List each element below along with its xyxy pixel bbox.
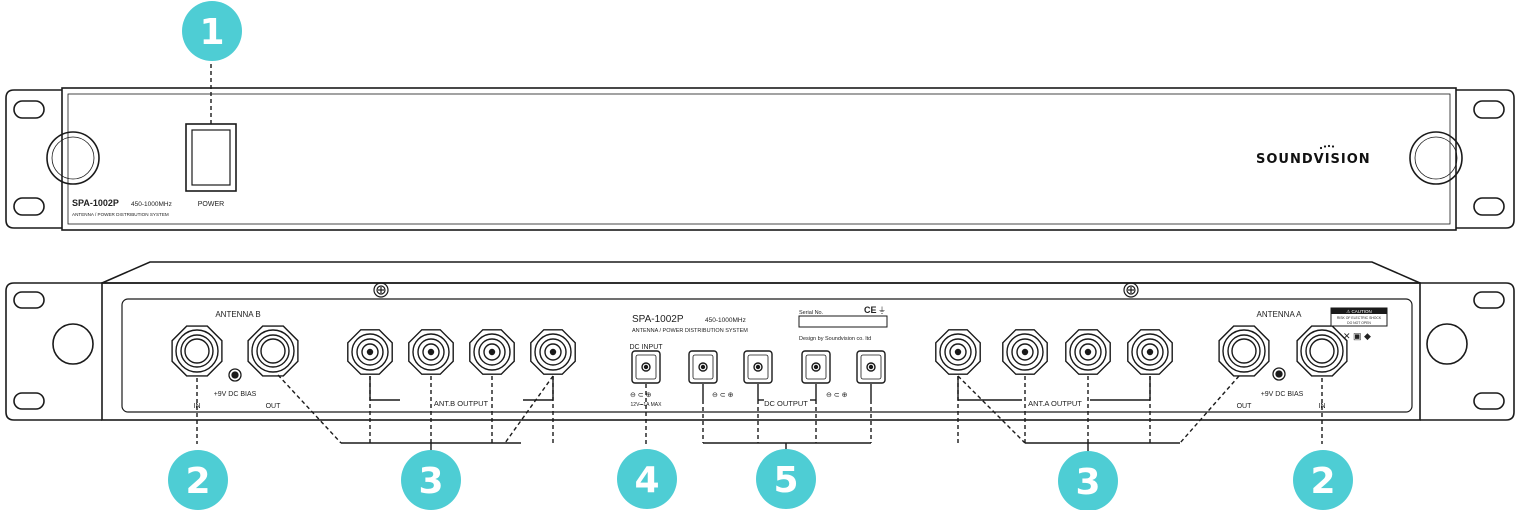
ant-b-output-3[interactable]: [469, 329, 515, 375]
power-switch[interactable]: [185, 123, 237, 192]
callout-number: 2: [1310, 461, 1335, 502]
dc-output-4[interactable]: [856, 350, 886, 384]
callout-badge-1: 1: [182, 1, 242, 61]
callout-circle: [1058, 451, 1118, 510]
ant-a-output-label: ANT.A OUTPUT: [1028, 399, 1082, 408]
front-panel: [5, 87, 1515, 231]
callout-number: 5: [773, 460, 798, 501]
serial-label: Serial No.: [799, 310, 824, 316]
antenna-a-in-connector[interactable]: [1296, 325, 1348, 377]
ant-a-output-3[interactable]: [1065, 329, 1111, 375]
ant-b-output-2[interactable]: [408, 329, 454, 375]
callout-circle: [168, 450, 228, 510]
b-dc-bias-label: +9V DC BIAS: [214, 391, 257, 398]
callout-number: 2: [185, 461, 210, 502]
dc-output-label: DC OUTPUT: [764, 399, 808, 408]
callout-circle: [182, 1, 242, 61]
front-model: SPA-1002P: [72, 198, 119, 208]
polarity-symbols: ⊖ ⊂ ⊕ ⊖ ⊂ ⊕ ⊖ ⊂ ⊕: [630, 392, 848, 399]
dc-input-label: DC INPUT: [629, 344, 663, 351]
ant-b-output-label: ANT.B OUTPUT: [434, 399, 489, 408]
antenna-b-in-connector[interactable]: [171, 325, 223, 377]
dc-output-2[interactable]: [743, 350, 773, 384]
caution-line2: DO NOT OPEN: [1347, 321, 1371, 325]
svg-text:⊖ ⊂ ⊕: ⊖ ⊂ ⊕: [712, 392, 734, 399]
callout-number: 3: [418, 461, 443, 502]
callout-badge-6: 3: [1058, 451, 1118, 510]
brand-logo: SOUNDVISION: [1256, 152, 1371, 167]
callout-badge-2: 2: [168, 450, 228, 510]
front-freq: 450-1000MHz: [131, 201, 172, 208]
screw-icon: [373, 282, 389, 298]
callout-circle: [401, 450, 461, 510]
caution-label: ⚠ CAUTION RISK OF ELECTRIC SHOCK DO NOT …: [1330, 307, 1388, 341]
rear-panel: [5, 261, 1515, 421]
caution-title: ⚠ CAUTION: [1346, 309, 1372, 314]
front-subtitle: ANTENNA / POWER DISTRIBUTION SYSTEM: [72, 212, 169, 217]
ant-a-output-2[interactable]: [1002, 329, 1048, 375]
b-out-label: OUT: [266, 403, 282, 410]
ant-a-output-4[interactable]: [1127, 329, 1173, 375]
compliance-icons: ✕ ▣ ◆: [1343, 331, 1371, 341]
ant-b-output-1[interactable]: [347, 329, 393, 375]
antenna-a-out-connector[interactable]: [1218, 325, 1270, 377]
callout-circle: [756, 449, 816, 509]
svg-text:⊖ ⊂ ⊕: ⊖ ⊂ ⊕: [826, 392, 848, 399]
ant-b-output-4[interactable]: [530, 329, 576, 375]
front-power-label: POWER: [198, 201, 224, 208]
callout-circle: [617, 449, 677, 509]
ant-a-output-1[interactable]: [935, 329, 981, 375]
dc-output-3[interactable]: [801, 350, 831, 384]
callout-badge-7: 2: [1293, 450, 1353, 510]
antenna-b-out-connector[interactable]: [247, 325, 299, 377]
callout-leaders: [196, 64, 1323, 452]
weee-mark-icon: ⏚: [878, 306, 886, 315]
dc-output-1[interactable]: [688, 350, 718, 384]
callout-badge-4: 4: [617, 449, 677, 509]
rear-subtitle: ANTENNA / POWER DISTRIBUTION SYSTEM: [632, 328, 748, 334]
callout-badge-3: 3: [401, 450, 461, 510]
a-out-label: OUT: [1237, 403, 1253, 410]
callout-number: 1: [199, 12, 224, 53]
dc-bias-led-icon: [228, 367, 1286, 382]
dc-input-jack[interactable]: [631, 350, 661, 384]
rear-model: SPA-1002P: [632, 314, 684, 325]
callout-number: 3: [1075, 462, 1100, 503]
caution-line1: RISK OF ELECTRIC SHOCK: [1337, 316, 1382, 320]
callout-badge-5: 5: [756, 449, 816, 509]
brand-signal-dots: [1319, 144, 1335, 150]
ce-mark: CE: [864, 305, 877, 315]
svg-text:⊖ ⊂ ⊕: ⊖ ⊂ ⊕: [630, 392, 652, 399]
callout-circle: [1293, 450, 1353, 510]
rear-freq: 450-1000MHz: [705, 317, 746, 324]
a-dc-bias-label: +9V DC BIAS: [1261, 391, 1304, 398]
screw-icon: [1123, 282, 1139, 298]
serial-box: [798, 315, 888, 328]
design-label: Design by Soundvision co. ltd: [799, 336, 871, 342]
callout-number: 4: [634, 460, 659, 501]
antenna-b-label: ANTENNA B: [215, 310, 260, 319]
antenna-a-label: ANTENNA A: [1257, 310, 1303, 319]
